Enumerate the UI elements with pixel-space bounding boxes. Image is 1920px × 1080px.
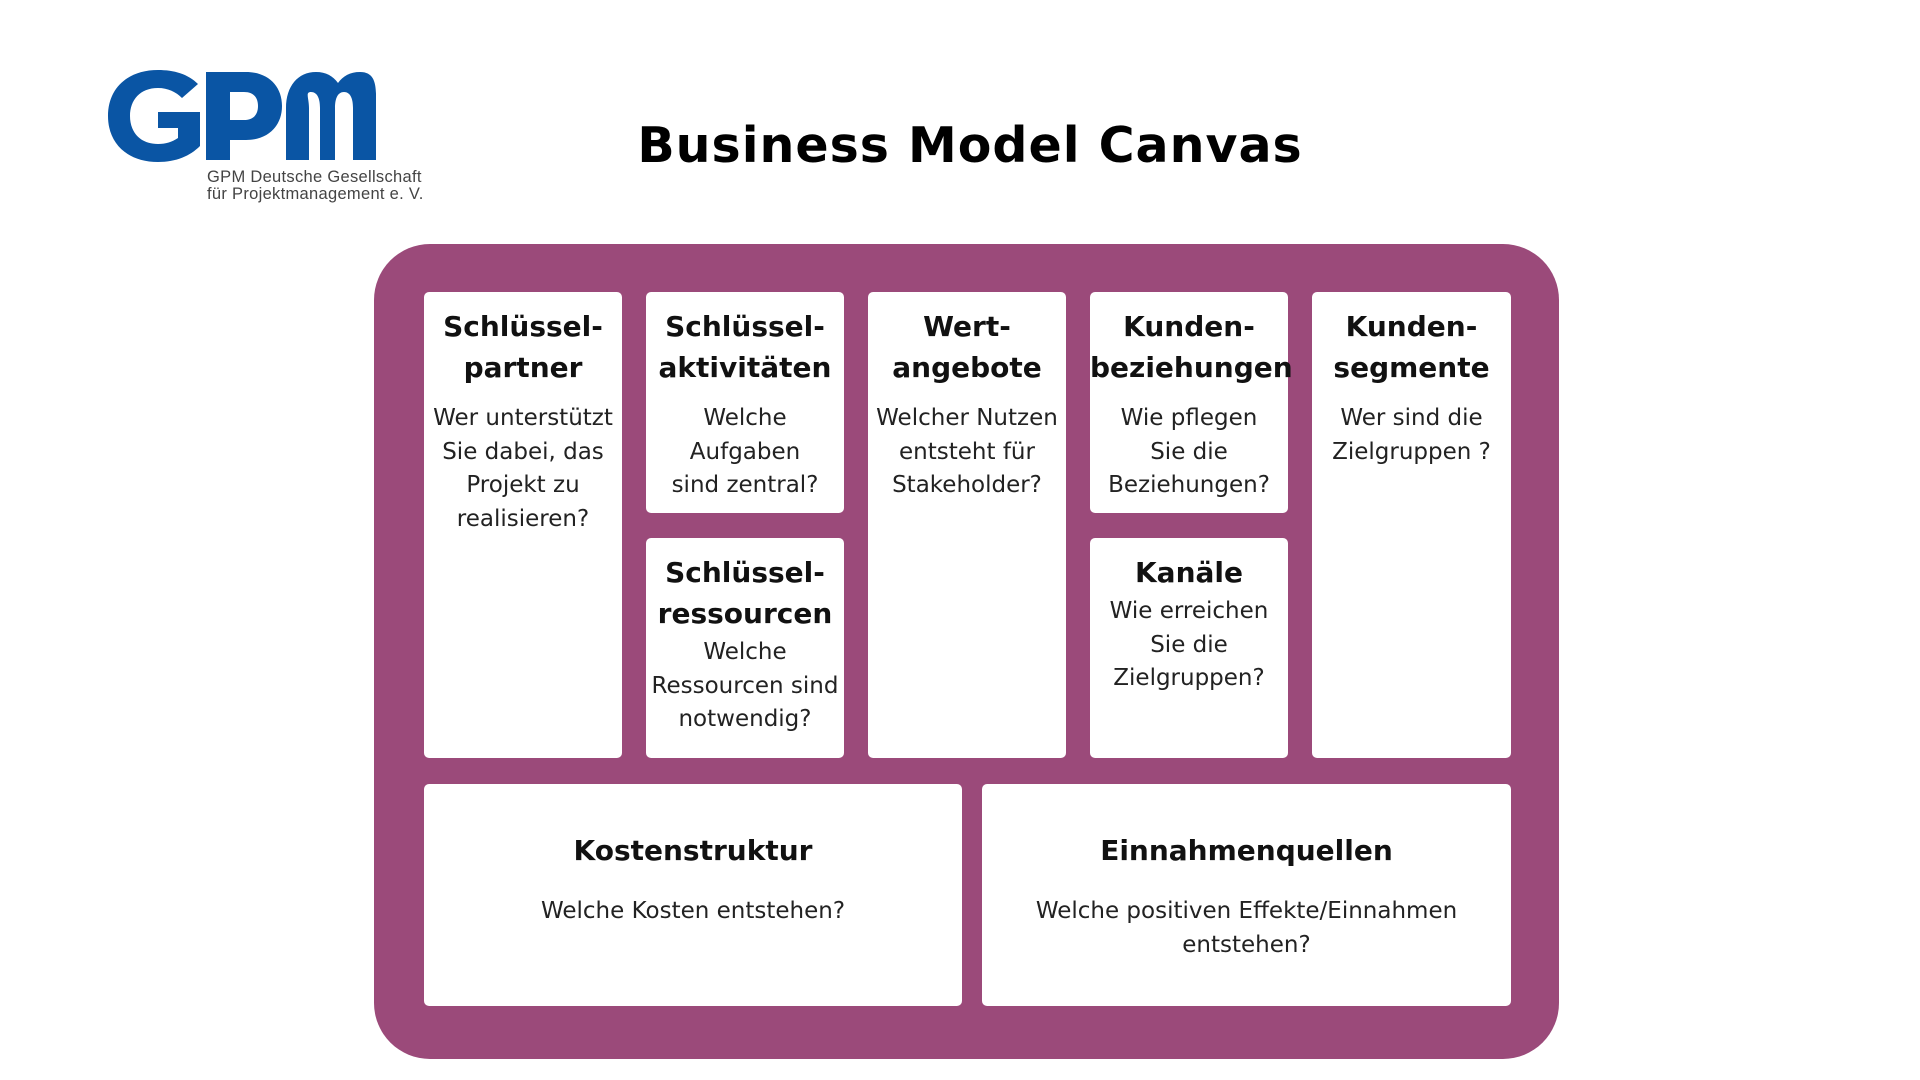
block-title: Wert- angebote	[892, 310, 1042, 384]
logo-letter-p	[206, 72, 282, 160]
block-key-resources: Schlüssel- ressourcen Welche Ressourcen …	[646, 538, 844, 758]
block-question: Welche Ressourcen sind notwendig?	[651, 639, 839, 732]
gpm-logo: GPM Deutsche Gesellschaft für Projektman…	[106, 66, 446, 216]
block-channels: Kanäle Wie erreichen Sie die Zielgruppen…	[1090, 538, 1288, 758]
block-value-propositions: Wert- angebote Welcher Nutzen entsteht f…	[868, 292, 1066, 758]
logo-letter-g	[108, 70, 200, 162]
block-question: Wie erreichen Sie die Zielgruppen?	[1109, 598, 1269, 691]
block-question: Wer unterstützt Sie dabei, das Projekt z…	[433, 405, 613, 532]
block-question: Wer sind die Zielgruppen ?	[1332, 405, 1491, 465]
gpm-logo-mark	[108, 70, 376, 162]
block-revenue-streams: Einnahmenquellen Welche positiven Effekt…	[982, 784, 1511, 1006]
block-title: Einnahmenquellen	[1100, 834, 1393, 867]
block-key-partners: Schlüssel- partner Wer unterstützt Sie d…	[424, 292, 622, 758]
block-title: Kunden- beziehungen	[1090, 310, 1293, 384]
block-question: Welcher Nutzen entsteht für Stakeholder?	[876, 405, 1058, 498]
block-key-activities: Schlüssel- aktivitäten Welche Aufgaben s…	[646, 292, 844, 513]
block-customer-segments: Kunden- segmente Wer sind die Zielgruppe…	[1312, 292, 1511, 758]
block-question: Welche positiven Effekte/Einnahmen entst…	[1035, 898, 1458, 958]
logo-letter-m	[286, 72, 376, 160]
block-customer-relationships: Kunden- beziehungen Wie pflegen Sie die …	[1090, 292, 1293, 513]
block-title: Schlüssel- partner	[443, 310, 603, 384]
block-question: Welche Aufgaben sind zentral?	[671, 405, 819, 498]
logo-org-line-2: für Projektmanagement e. V.	[207, 185, 424, 203]
block-title: Kostenstruktur	[573, 834, 813, 867]
block-question: Welche Kosten entstehen?	[540, 898, 846, 924]
page-title: Business Model Canvas	[637, 117, 1303, 174]
block-title: Schlüssel- ressourcen	[657, 556, 833, 630]
block-question: Wie pflegen Sie die Beziehungen?	[1108, 405, 1270, 498]
block-title: Kunden- segmente	[1333, 310, 1490, 384]
logo-org-line-1: GPM Deutsche Gesellschaft	[207, 168, 422, 186]
block-cost-structure: Kostenstruktur Welche Kosten entstehen?	[424, 784, 962, 1006]
canvas-frame: Schlüssel- partner Wer unterstützt Sie d…	[374, 244, 1559, 1059]
block-title: Schlüssel- aktivitäten	[658, 310, 832, 384]
block-title: Kanäle	[1134, 556, 1243, 589]
